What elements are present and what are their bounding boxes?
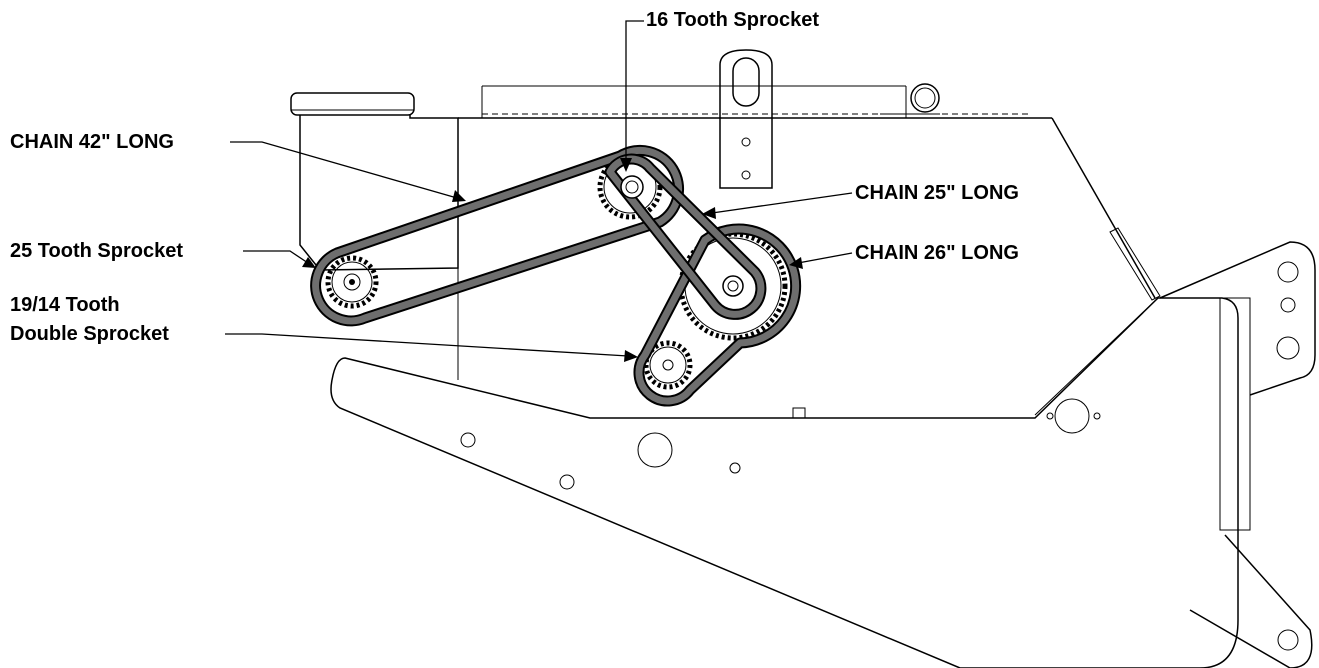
label-chain-26-long: CHAIN 26" LONG	[855, 242, 1019, 264]
chain-42-long	[310, 144, 685, 327]
leader-lines	[225, 20, 853, 362]
sprocket-gears	[325, 154, 788, 390]
label-chain-25-long: CHAIN 25" LONG	[855, 182, 1019, 204]
label-chain-42-long: CHAIN 42" LONG	[10, 131, 174, 153]
label-25-tooth-sprocket: 25 Tooth Sprocket	[10, 240, 183, 262]
chain-26-long	[633, 223, 802, 407]
frame-arm	[330, 297, 1239, 668]
right-bracket	[1159, 241, 1316, 668]
sprocket-hubs	[620, 175, 744, 297]
label-double-sprocket-line1: 19/14 Tooth	[10, 294, 120, 316]
label-double-sprocket-line2: Double Sprocket	[10, 323, 169, 345]
label-16-tooth-sprocket: 16 Tooth Sprocket	[646, 9, 819, 31]
